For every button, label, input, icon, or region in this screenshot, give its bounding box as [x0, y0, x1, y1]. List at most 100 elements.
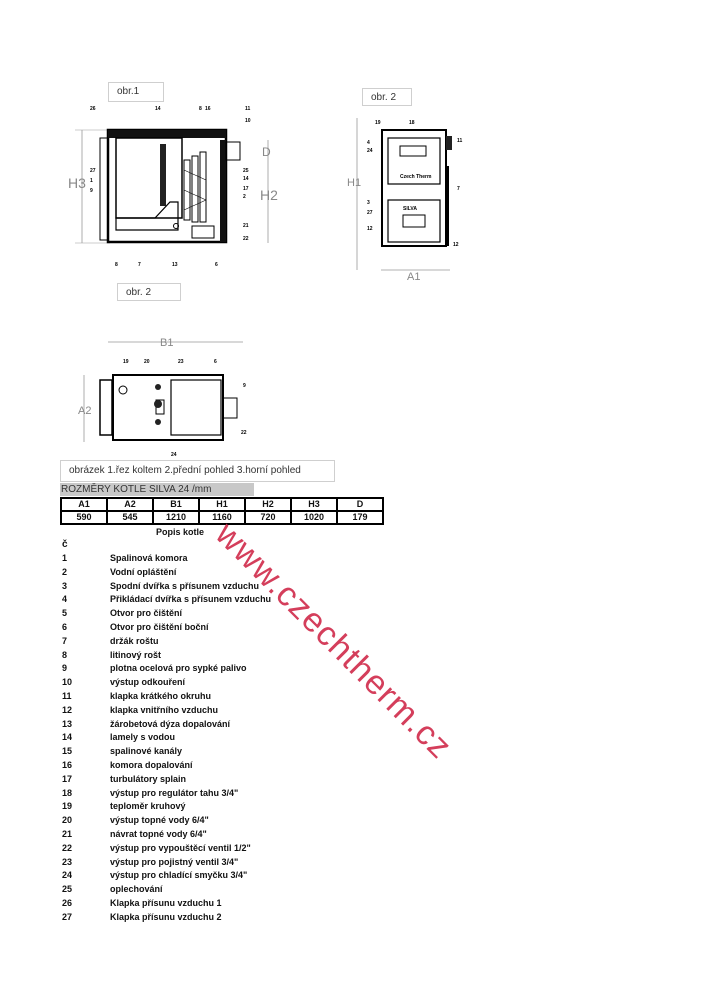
legend-item-text: Vodní opláštění [110, 566, 177, 577]
legend-item-number: 18 [62, 787, 73, 798]
legend-item-number: 5 [62, 608, 68, 619]
legend-item-text: lamely s vodou [110, 732, 176, 743]
legend-item-number: 20 [62, 815, 73, 826]
svg-text:27: 27 [367, 210, 373, 216]
legend-item-number: 27 [62, 911, 73, 922]
legend-item-number: 4 [62, 594, 68, 605]
legend-item-number: 8 [62, 649, 68, 660]
svg-text:27: 27 [90, 168, 96, 174]
figure-caption: obrázek 1.řez koltem 2.přední pohled 3.h… [69, 465, 301, 476]
svg-text:14: 14 [243, 176, 249, 182]
legend-item-text: výstup pro regulátor tahu 3/4" [110, 787, 239, 798]
legend-item: 3 Spodní dvířka s přísunem vzduchu [62, 580, 259, 593]
legend-item-text: výstup odkouření [110, 677, 186, 688]
svg-text:8: 8 [115, 262, 118, 268]
svg-text:9: 9 [90, 188, 93, 194]
legend-item-number: 16 [62, 760, 73, 770]
legend-item-number: 22 [62, 842, 73, 853]
watermark: www.czechtherm.cz [208, 515, 460, 767]
header-h1: H1 [198, 497, 246, 512]
header-b1: B1 [152, 497, 200, 512]
fig3-label-box: obr. 2 [117, 283, 181, 301]
legend-item: 18 výstup pro regulátor tahu 3/4" [62, 787, 238, 800]
value-d: 179 [336, 510, 384, 525]
legend-item-text: oplechování [110, 884, 163, 895]
svg-text:19: 19 [375, 120, 381, 126]
svg-text:A2: A2 [78, 405, 91, 417]
legend-item-text: Klapka přísunu vzduchu 1 [110, 898, 222, 908]
figure-caption-box: obrázek 1.řez koltem 2.přední pohled 3.h… [60, 460, 335, 482]
legend-item-text: turbulátory splain [110, 773, 187, 784]
legend-number-header: č [62, 539, 68, 550]
header-h2: H2 [244, 497, 292, 512]
dimensions-table: A1 A2 B1 H1 H2 H3 D 590 545 1210 1160 72… [60, 497, 384, 525]
svg-text:6: 6 [214, 359, 217, 365]
svg-text:19: 19 [123, 359, 129, 365]
svg-text:2: 2 [243, 194, 246, 200]
value-h3: 1020 [290, 510, 338, 525]
legend-item-text: Spodní dvířka s přísunem vzduchu [110, 580, 260, 591]
svg-text:8: 8 [199, 106, 202, 112]
svg-text:H1: H1 [347, 177, 361, 189]
svg-text:10: 10 [245, 118, 251, 124]
legend-item: 8 litinový rošt [62, 649, 161, 662]
fig3-label: obr. 2 [126, 287, 152, 298]
svg-text:3: 3 [367, 200, 370, 206]
legend-item-number: 11 [62, 691, 72, 701]
legend-item-number: 13 [62, 718, 73, 729]
svg-text:H2: H2 [260, 187, 278, 203]
svg-text:12: 12 [453, 242, 459, 248]
svg-text:12: 12 [367, 226, 373, 232]
svg-text:B1: B1 [160, 337, 173, 349]
legend-item-number: 1 [62, 553, 68, 563]
legend-item-text: teploměr kruhový [110, 801, 186, 812]
legend-item-number: 2 [62, 566, 68, 577]
svg-text:6: 6 [215, 262, 218, 268]
legend-item-text: výstup pro chladící smyčku 3/4" [110, 870, 248, 881]
legend-item-text: Otvor pro čištění boční [110, 622, 209, 632]
fig2-label-box: obr. 2 [362, 88, 412, 106]
header-d: D [336, 497, 384, 512]
legend-item-number: 7 [62, 635, 68, 646]
value-h2: 720 [244, 510, 292, 525]
header-h3: H3 [290, 497, 338, 512]
dimensions-value-row: 590 545 1210 1160 720 1020 179 [60, 510, 384, 525]
dimensions-header-row: A1 A2 B1 H1 H2 H3 D [60, 497, 384, 512]
legend-item-text: držák roštu [110, 635, 159, 646]
legend-title: Popis kotle [156, 527, 205, 537]
svg-text:17: 17 [243, 186, 249, 192]
legend-item-text: litinový rošt [110, 649, 162, 660]
legend-item-number: 19 [62, 801, 73, 812]
legend-item: 7 držák roštu [62, 635, 159, 648]
legend-item-text: návrat topné vody 6/4" [110, 829, 207, 839]
svg-text:18: 18 [409, 120, 415, 126]
svg-text:Czech Therm: Czech Therm [400, 174, 432, 180]
svg-text:16: 16 [205, 106, 211, 112]
fig2-label: obr. 2 [371, 92, 397, 103]
legend-item-number: 26 [62, 898, 73, 908]
svg-text:22: 22 [243, 236, 249, 242]
legend-item-number: 3 [62, 580, 68, 591]
header-a2: A2 [106, 497, 154, 512]
svg-text:21: 21 [243, 223, 249, 229]
legend-item-text: výstup pro vypouštěcí ventil 1/2" [110, 842, 251, 853]
